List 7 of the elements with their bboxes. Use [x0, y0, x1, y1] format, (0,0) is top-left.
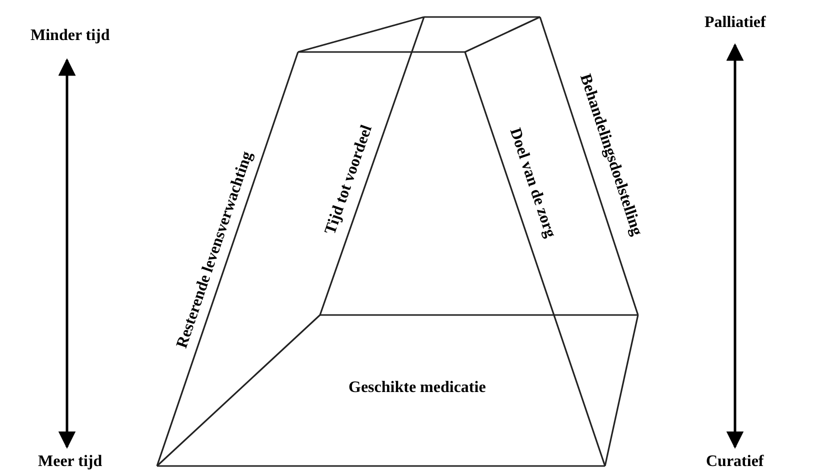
- face-label: Geschikte medicatie: [348, 380, 486, 396]
- dimension-label: Tijd tot voordeel: [322, 123, 376, 237]
- dimension-label: Doel van de zorg: [506, 126, 558, 240]
- axis-label: Curatief: [706, 454, 764, 470]
- axis-label: Meer tijd: [38, 454, 102, 470]
- axis-label: Palliatief: [704, 15, 766, 31]
- axis-label: Minder tijd: [30, 28, 110, 44]
